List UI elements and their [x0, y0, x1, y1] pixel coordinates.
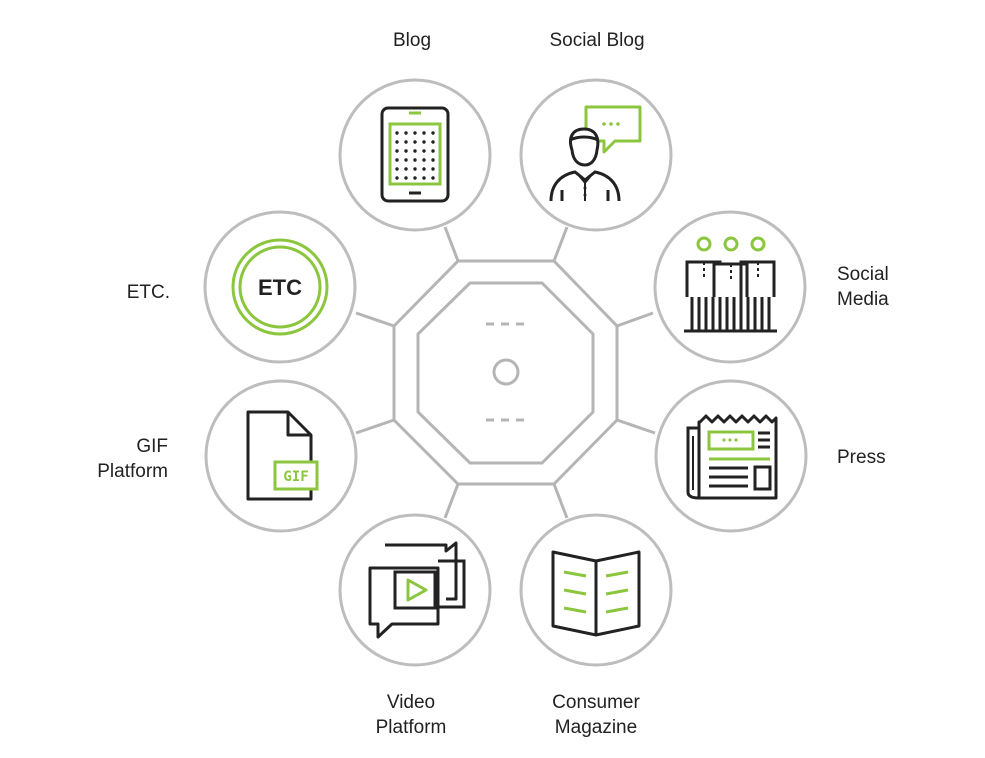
tablet-dot — [431, 131, 435, 135]
gif-file-icon: GIF — [246, 410, 319, 501]
tablet-dot — [395, 158, 399, 162]
label-line: GIF — [136, 436, 168, 457]
person-speech-bubble-icon — [549, 105, 642, 202]
connector-social-media — [616, 311, 654, 328]
tablet-dot — [404, 140, 408, 144]
tablet-dot — [413, 149, 417, 153]
central-hub — [392, 259, 619, 486]
node-circle — [338, 78, 492, 232]
connector-video-platform — [443, 483, 460, 519]
label-etc: ETC. — [127, 280, 170, 305]
label-social-blog: Social Blog — [549, 28, 644, 53]
etc-badge-text: ETC — [258, 275, 302, 300]
tablet-dot — [422, 131, 426, 135]
video-chat-bubbles-icon — [368, 541, 466, 639]
connectors — [355, 226, 656, 519]
node-consumer-magazine[interactable] — [519, 513, 673, 667]
tablet-dot — [395, 140, 399, 144]
tablet-dot — [413, 176, 417, 180]
tablet-dot — [395, 176, 399, 180]
label-line: Blog — [392, 30, 432, 51]
label-video-platform: Video Platform — [376, 690, 447, 740]
label-line: Media — [837, 289, 889, 310]
tablet-icon — [380, 106, 450, 203]
tablet-dot — [431, 149, 435, 153]
tablet-dot — [395, 131, 399, 135]
hub-center-dot — [492, 358, 520, 386]
label-press: Press — [837, 445, 886, 470]
label-consumer-magazine: Consumer Magazine — [552, 690, 640, 740]
tablet-dot — [413, 158, 417, 162]
connector-consumer-magazine — [552, 483, 569, 519]
tablet-dot — [395, 149, 399, 153]
connector-etc — [355, 311, 395, 328]
node-social-blog[interactable] — [519, 78, 673, 232]
tablet-dot — [404, 158, 408, 162]
node-press[interactable] — [654, 379, 808, 533]
hub-outer-octagon — [392, 259, 619, 486]
node-social-media[interactable] — [653, 210, 807, 364]
connector-press — [616, 418, 656, 435]
tablet-dot — [431, 158, 435, 162]
connector-gif-platform — [355, 418, 395, 435]
label-line: Press — [837, 447, 886, 468]
connector-blog — [443, 226, 460, 262]
label-social-media: Social Media — [837, 262, 889, 312]
label-line: Platform — [375, 717, 447, 738]
label-blog: Blog — [393, 28, 431, 53]
tablet-dot — [431, 140, 435, 144]
tablet-dot — [413, 140, 417, 144]
tablet-dot — [404, 149, 408, 153]
tablet-dot — [422, 176, 426, 180]
node-video-platform[interactable] — [338, 513, 492, 667]
newspaper-icon — [686, 414, 778, 500]
group-of-people-icon — [684, 236, 777, 333]
open-magazine-icon — [551, 550, 641, 637]
node-blog[interactable] — [338, 78, 492, 232]
hub-inner-octagon — [416, 281, 595, 465]
tablet-dot — [404, 131, 408, 135]
tablet-dot — [404, 176, 408, 180]
tablet-dot — [431, 176, 435, 180]
gif-label-text: GIF — [283, 469, 308, 485]
node-gif-platform[interactable]: GIF — [204, 379, 358, 533]
tablet-dot — [422, 167, 426, 171]
tablet-dot — [431, 167, 435, 171]
label-line: Social — [837, 264, 889, 285]
label-line: ETC. — [126, 282, 170, 303]
tablet-dot — [404, 167, 408, 171]
tablet-dot — [413, 167, 417, 171]
tablet-dot — [422, 158, 426, 162]
label-line: Video — [386, 692, 436, 713]
tablet-dot — [395, 167, 399, 171]
label-line: Magazine — [554, 717, 638, 738]
tablet-dot — [422, 140, 426, 144]
label-line: Social Blog — [549, 30, 645, 51]
node-circle — [204, 379, 358, 533]
tablet-dot — [422, 149, 426, 153]
node-etc[interactable]: ETC — [203, 210, 357, 364]
label-line: Platform — [97, 461, 168, 482]
label-line: Consumer — [552, 692, 640, 713]
tablet-dot — [413, 131, 417, 135]
node-circle — [203, 210, 357, 364]
connector-social-blog — [552, 226, 569, 262]
etc-badge-icon: ETC — [231, 238, 329, 336]
label-gif-platform: GIF Platform — [97, 434, 168, 484]
